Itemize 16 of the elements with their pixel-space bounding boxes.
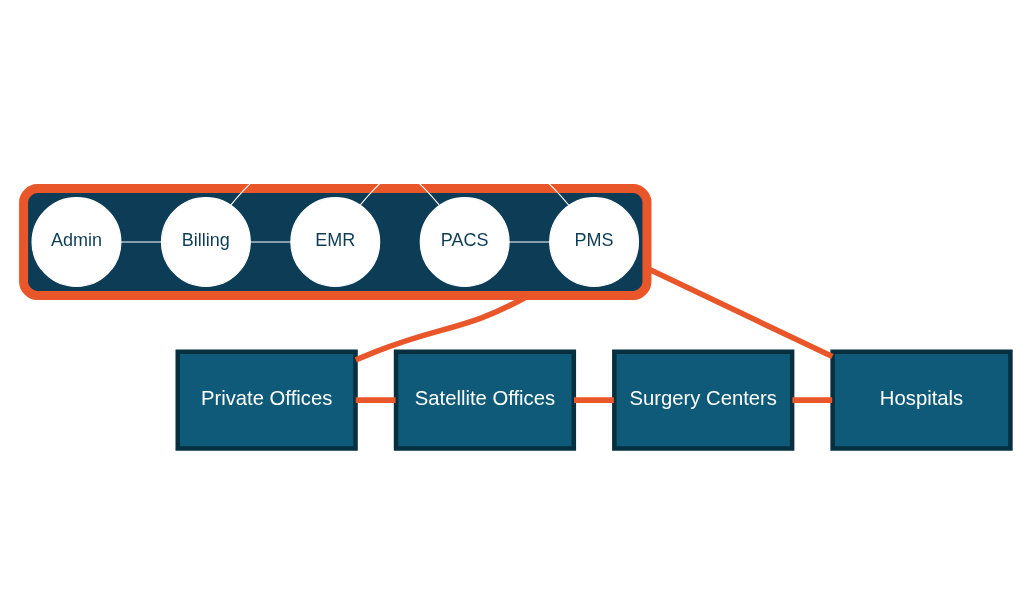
node-box: Hospitals	[829, 349, 1013, 451]
node-circle: EMR	[289, 196, 380, 287]
connector	[119, 240, 162, 243]
node-circle: Admin	[30, 196, 121, 287]
node-box: Satellite Offices	[393, 349, 576, 451]
node-circle: Billing	[160, 196, 251, 287]
connector	[791, 396, 832, 403]
cluster	[18, 183, 651, 300]
connector	[573, 396, 614, 403]
node-circle: PMS	[548, 196, 639, 287]
connector	[355, 396, 396, 403]
node-circle: PACS	[419, 196, 510, 287]
connector	[508, 240, 550, 243]
node-box: Surgery Centers	[611, 349, 794, 451]
connector	[249, 240, 291, 243]
node-box: Private Offices	[175, 349, 358, 451]
